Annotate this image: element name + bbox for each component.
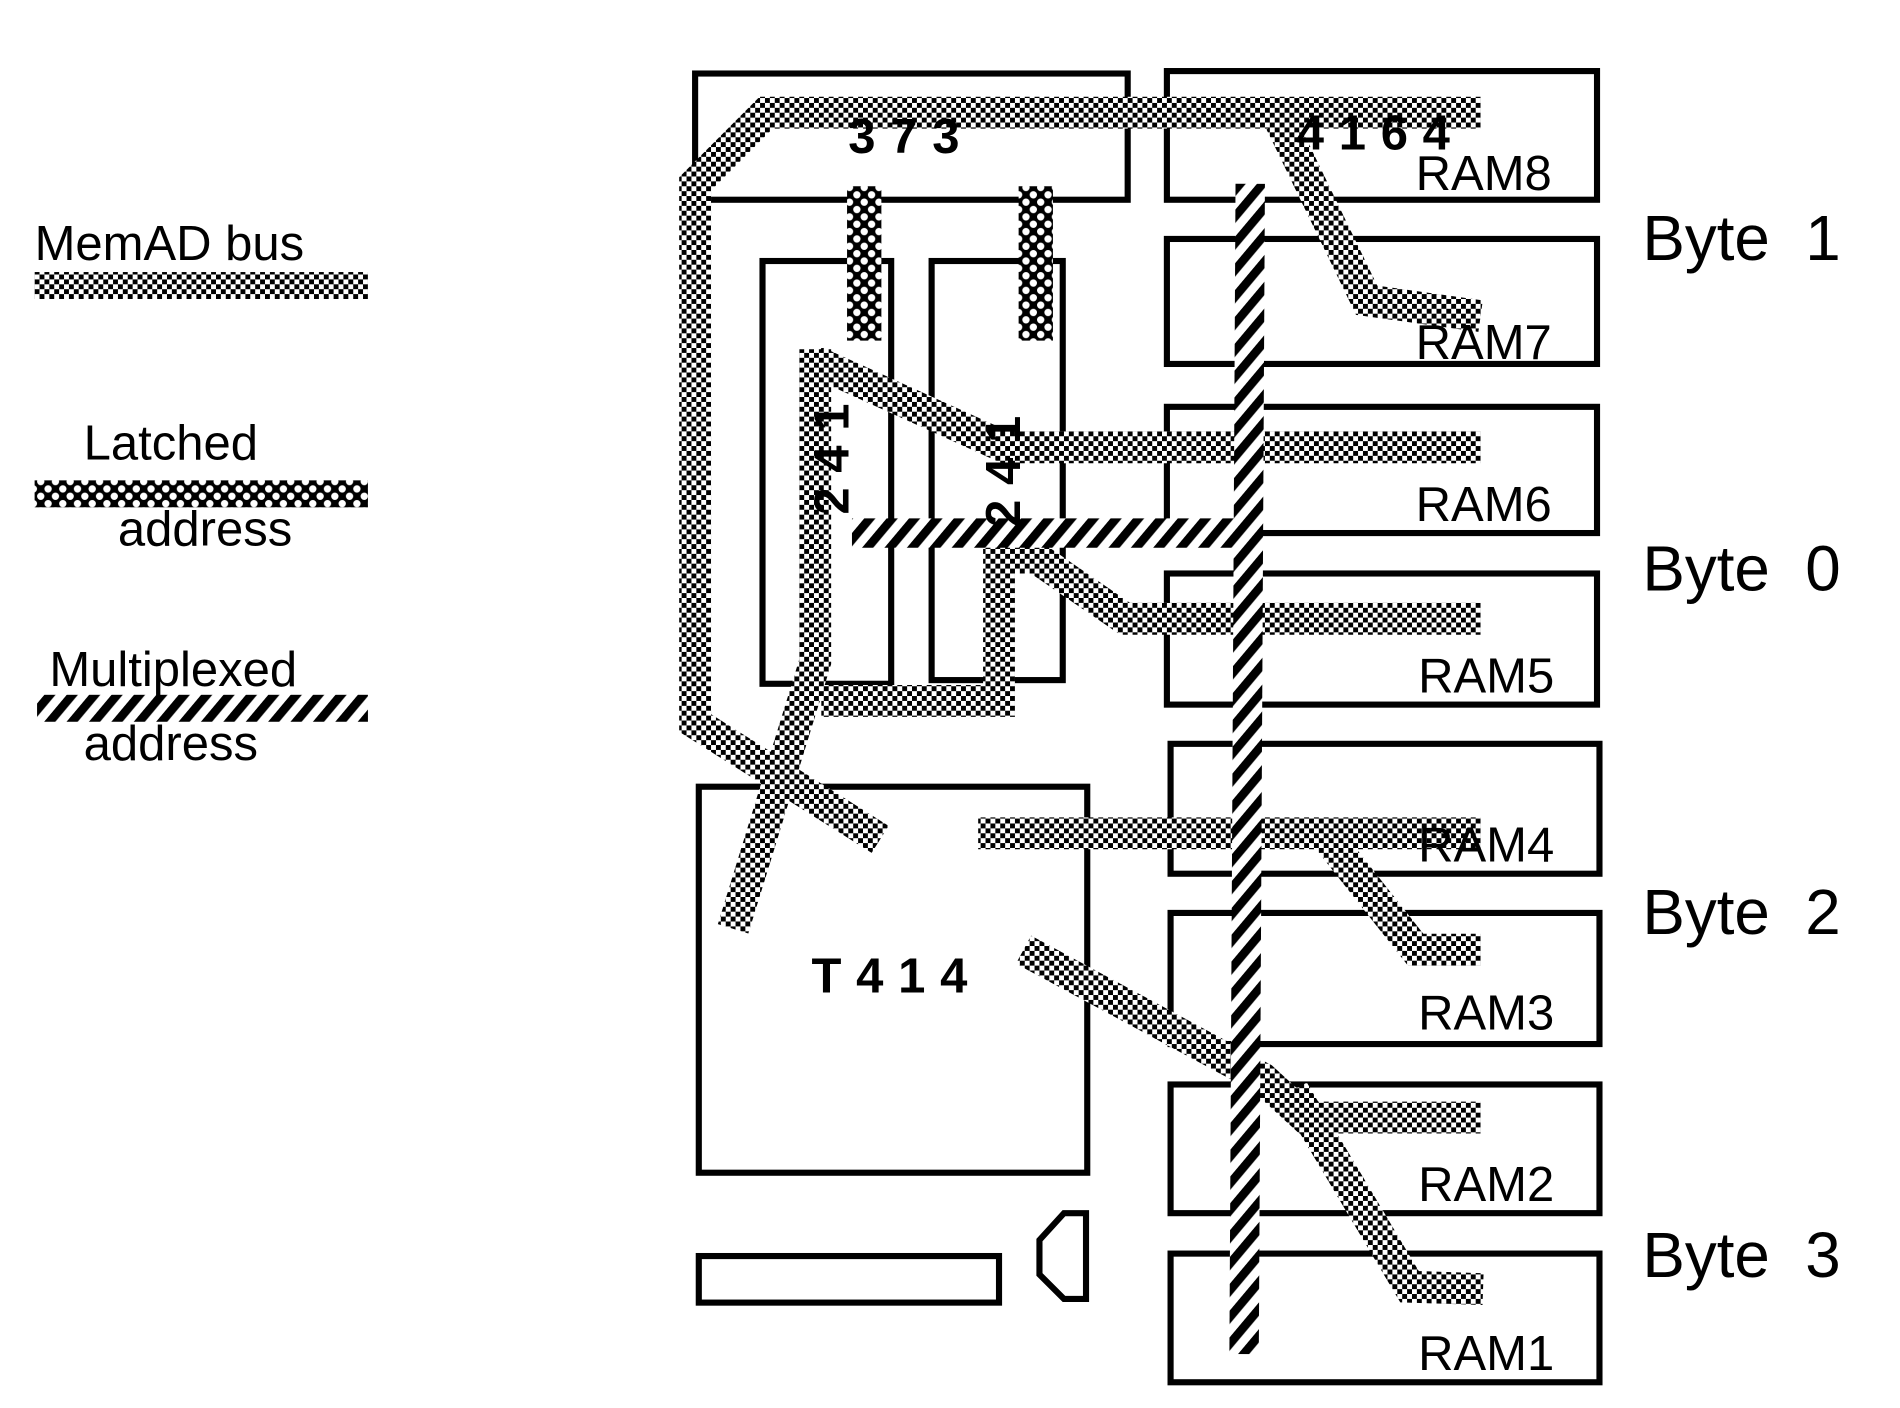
ram7-label: RAM7 — [1416, 316, 1552, 370]
chip-t414-label: T414 — [812, 950, 983, 1004]
ram8-label: RAM8 — [1416, 147, 1552, 201]
byte-3-label: Byte 3 — [1642, 1219, 1840, 1291]
ram5-label: RAM5 — [1418, 649, 1554, 703]
chip-4164-label: 4164 — [1297, 107, 1465, 161]
chip-241-right-label: 241 — [977, 401, 1031, 527]
legend-multiplexed-swatch — [37, 694, 368, 722]
ram1-label: RAM1 — [1418, 1327, 1554, 1381]
legend-memad-label: MemAD bus — [35, 217, 305, 271]
chip-373 — [692, 70, 1131, 203]
ram3-label: RAM3 — [1418, 986, 1554, 1040]
byte-1-label: Byte 1 — [1642, 202, 1840, 274]
chip-373-label: 373 — [848, 110, 974, 164]
chip-241-left-label: 241 — [805, 389, 859, 515]
byte-0-label: Byte 0 — [1642, 533, 1840, 605]
multiplexed-address — [851, 183, 1265, 1355]
ram4-label: RAM4 — [1418, 818, 1554, 872]
byte-2-label: Byte 2 — [1642, 876, 1840, 948]
ram2-label: RAM2 — [1418, 1158, 1554, 1212]
crystal-component — [1036, 1210, 1090, 1303]
ram8-box — [1163, 68, 1601, 203]
ram6-label: RAM6 — [1416, 478, 1552, 532]
connector-strip — [695, 1252, 1003, 1306]
legend-memad-swatch — [34, 272, 368, 300]
latched-address — [847, 186, 1053, 341]
legend-latched-swatch — [34, 480, 368, 508]
memad-bus — [679, 96, 1484, 1306]
